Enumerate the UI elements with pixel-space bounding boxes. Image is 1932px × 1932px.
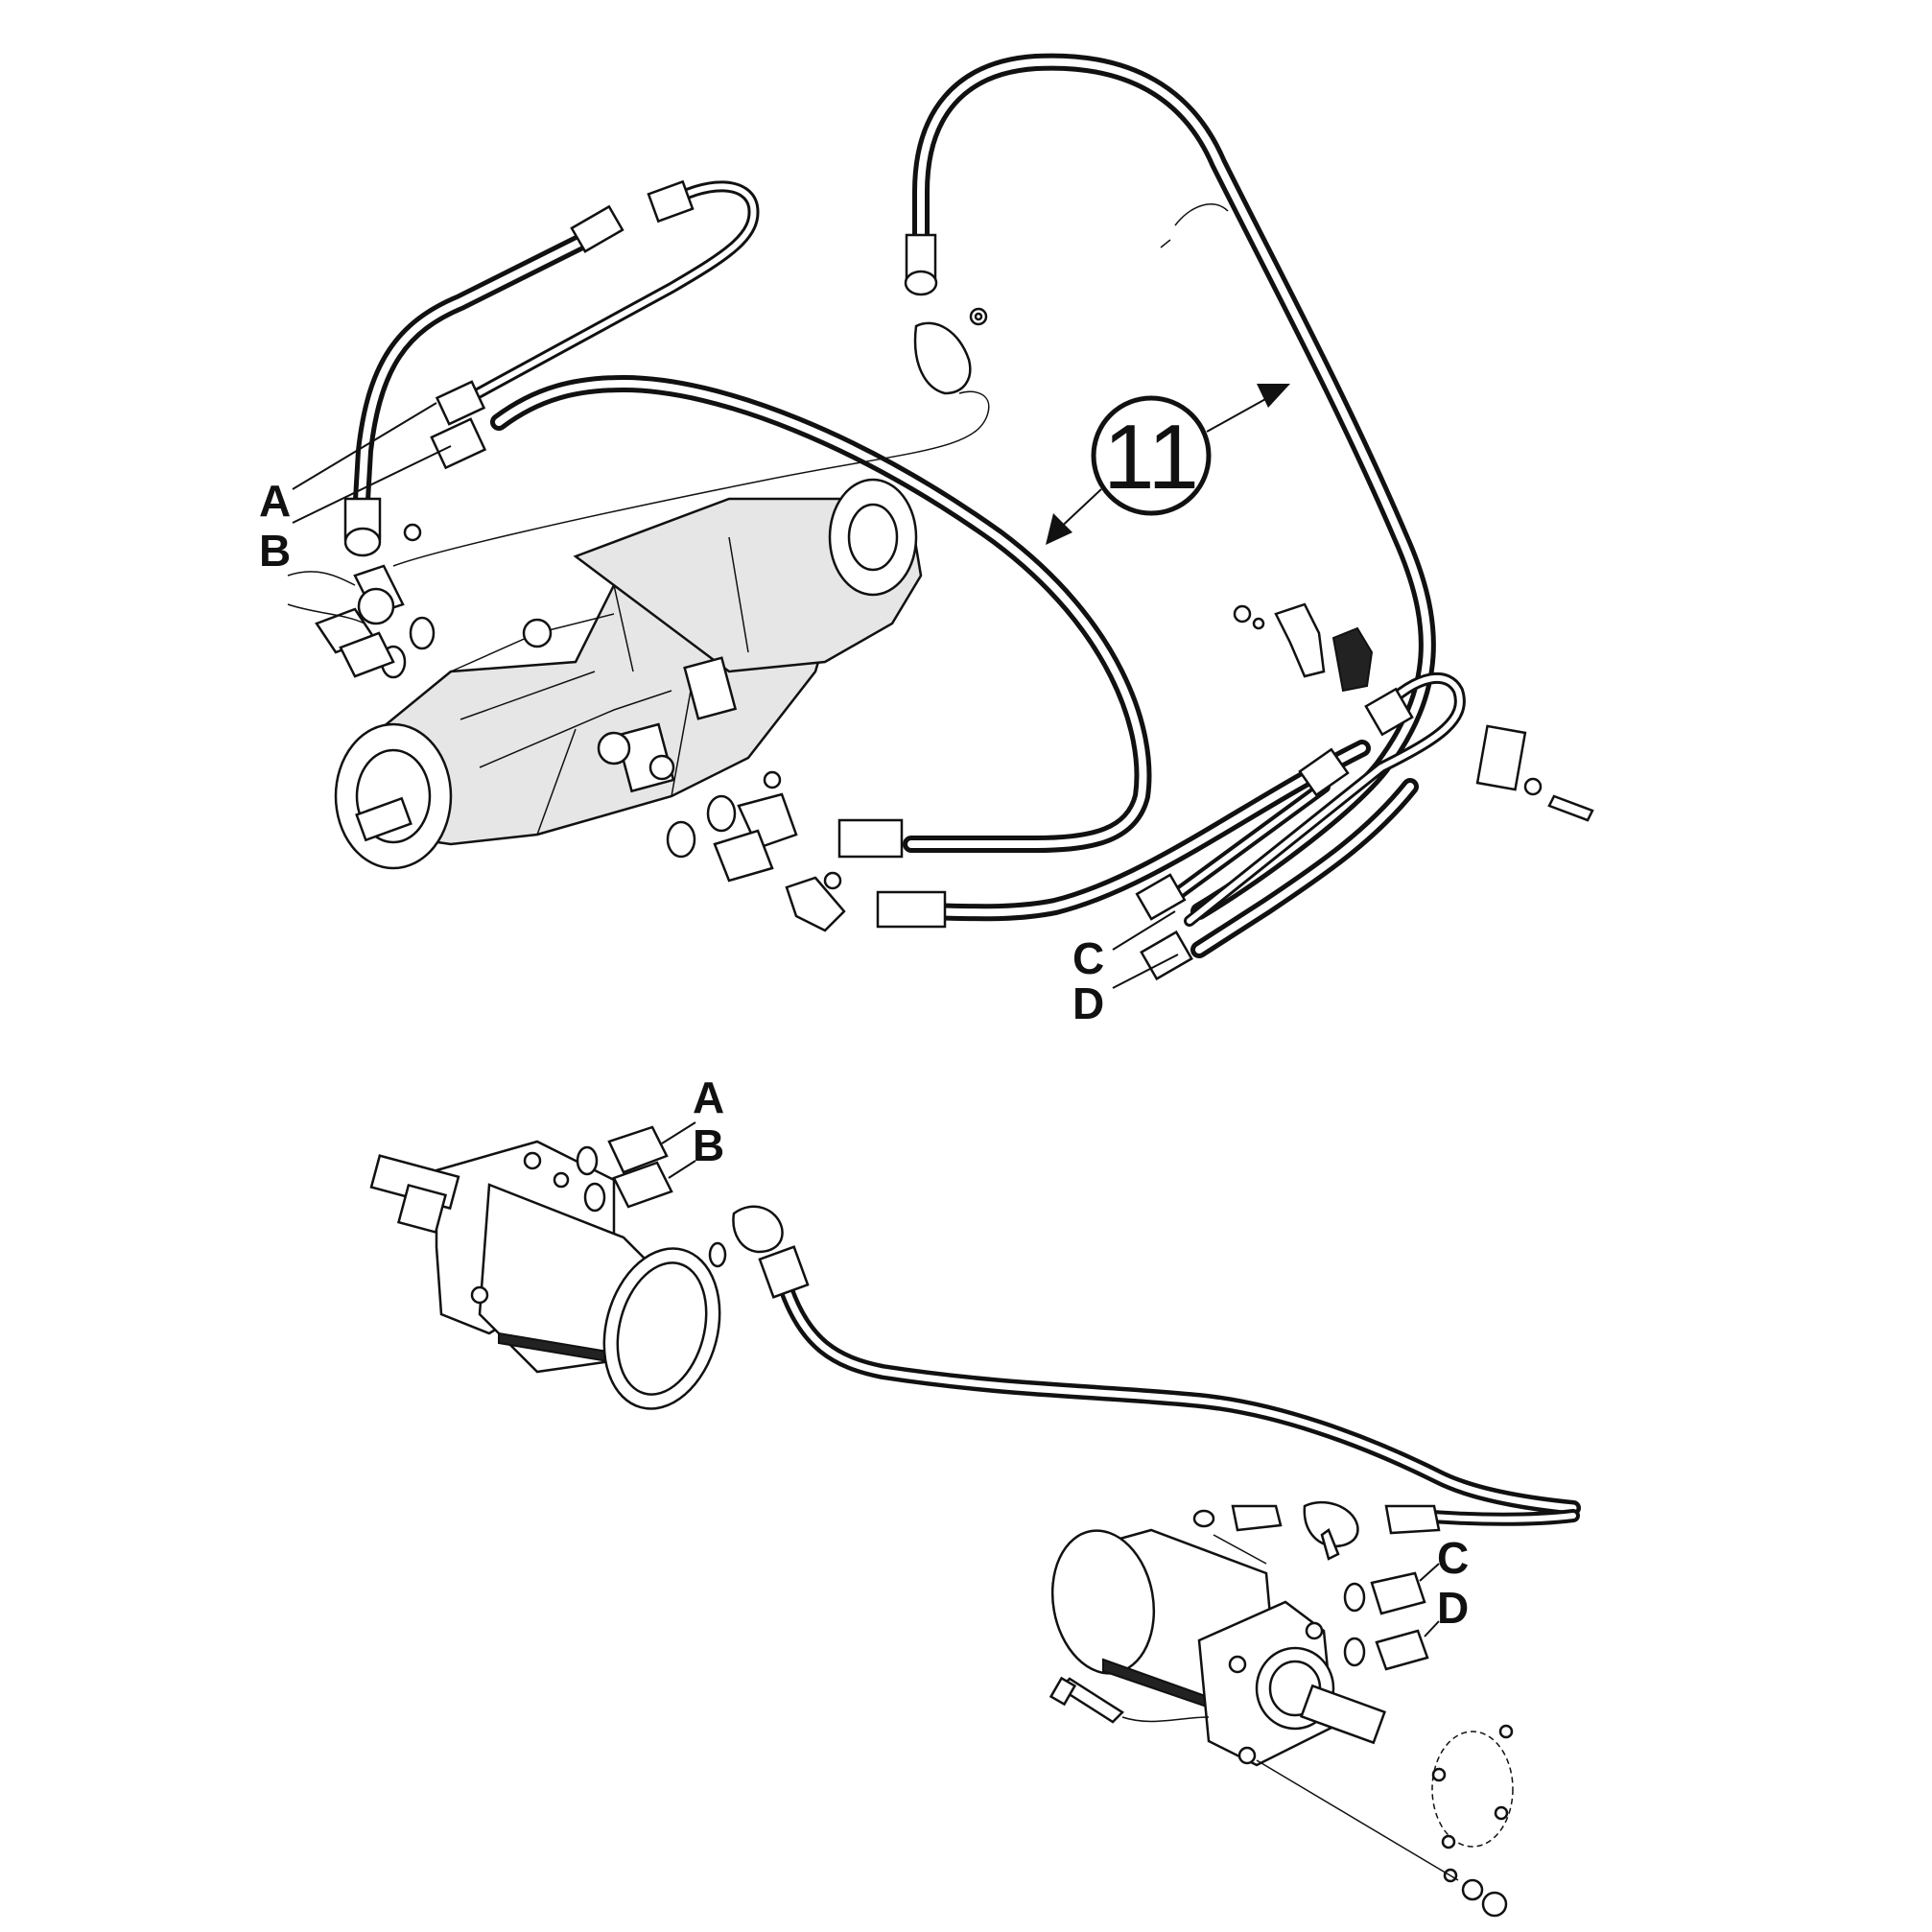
right-motor-fittings xyxy=(1192,1500,1441,1671)
top-leader-lines xyxy=(292,390,1179,989)
upper-hose-fittings xyxy=(343,179,1414,981)
lower-hose xyxy=(758,1245,1581,1526)
left-motor-fittings xyxy=(576,1121,784,1268)
pump-left-fittings xyxy=(287,564,436,679)
callout-11: 11 xyxy=(1046,384,1290,545)
label-bottom-d: D xyxy=(1437,1583,1469,1633)
pump-front-fittings xyxy=(666,770,846,932)
label-top-c: C xyxy=(1072,933,1104,983)
callout-arrowhead-left xyxy=(1046,513,1072,545)
right-motor-hardware xyxy=(1048,1676,1514,1918)
label-bottom-a: A xyxy=(693,1072,724,1122)
left-hydraulic-motor xyxy=(369,1140,721,1410)
callout-arrowhead-right xyxy=(1257,384,1290,408)
label-top-d: D xyxy=(1072,978,1104,1028)
label-bottom-c: C xyxy=(1437,1533,1469,1583)
callout-number: 11 xyxy=(1103,406,1199,508)
right-hydraulic-motor xyxy=(1050,1528,1387,1767)
hydraulic-pump-assembly xyxy=(334,478,923,870)
hose-clamp-bracket xyxy=(1160,203,1594,822)
label-top-b: B xyxy=(259,526,291,576)
label-bottom-b: B xyxy=(693,1120,724,1170)
callout-circle xyxy=(1091,395,1212,516)
upper-hoses xyxy=(351,53,1466,958)
label-top-a: A xyxy=(259,476,291,526)
